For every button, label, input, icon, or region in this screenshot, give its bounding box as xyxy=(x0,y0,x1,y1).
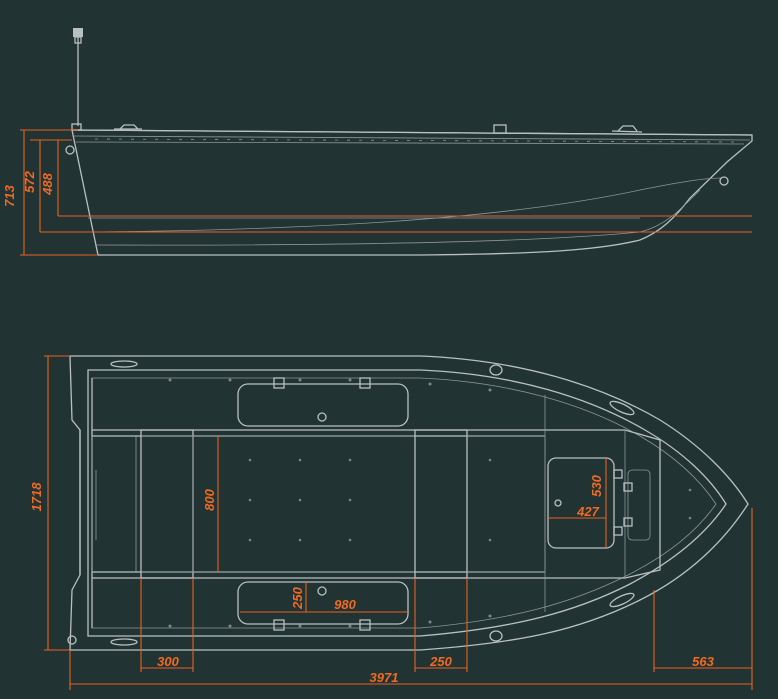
dim-980: 980 xyxy=(334,597,356,612)
hatch-bow xyxy=(547,457,633,549)
dim-300: 300 xyxy=(157,654,179,669)
dim-250-thwart: 250 xyxy=(429,654,452,669)
plan-hull-outline xyxy=(69,355,749,651)
dim-713: 713 xyxy=(2,184,17,206)
dim-572: 572 xyxy=(22,170,37,192)
dim-488: 488 xyxy=(40,172,55,195)
side-view: 713 572 488 xyxy=(2,28,753,256)
side-dimensions xyxy=(20,129,98,256)
hatch-starboard xyxy=(237,581,409,631)
dim-427: 427 xyxy=(576,504,599,519)
dim-563: 563 xyxy=(692,654,714,669)
side-cleat-bow xyxy=(611,125,643,133)
plan-view: 1718 800 530 427 980 250 300 250 3971 56… xyxy=(29,355,753,690)
dim-250-hatch: 250 xyxy=(290,586,305,609)
hatch-port xyxy=(237,377,409,427)
side-cleat-aft xyxy=(114,124,142,130)
dim-530: 530 xyxy=(589,474,604,496)
plan-cleats xyxy=(67,360,635,646)
plan-dimensions xyxy=(44,355,753,690)
dim-3971: 3971 xyxy=(370,670,399,685)
dim-1718: 1718 xyxy=(29,482,44,512)
side-cleat-mid xyxy=(493,124,507,134)
side-hull-outline xyxy=(71,129,753,256)
mid-thwart xyxy=(414,429,468,579)
aft-thwart xyxy=(140,429,194,579)
mast xyxy=(71,28,83,131)
plan-bolts xyxy=(168,378,692,628)
dim-800: 800 xyxy=(202,488,217,510)
